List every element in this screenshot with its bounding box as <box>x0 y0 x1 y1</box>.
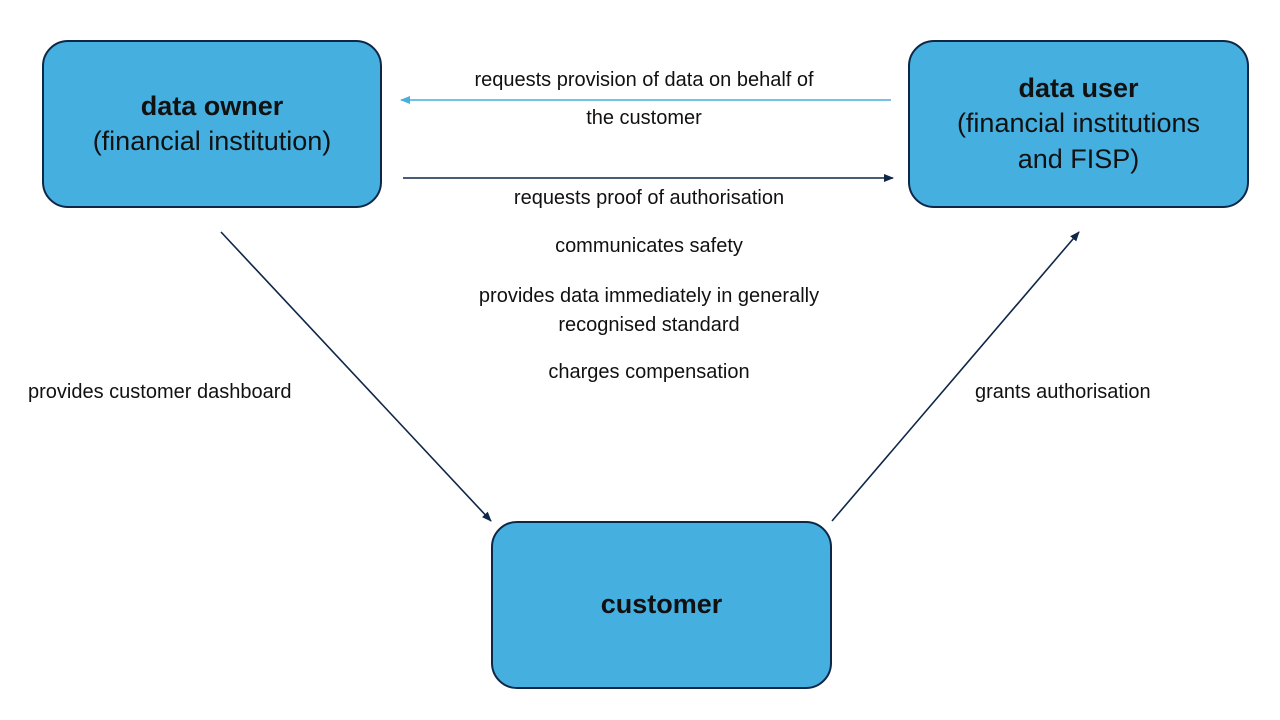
edge-label-data-line1: provides data immediately in generally <box>478 285 820 307</box>
node-data-owner: data owner (financial institution) <box>42 40 382 208</box>
arrow-owner-to-customer <box>220 231 492 522</box>
edge-label-safety: communicates safety <box>555 235 743 257</box>
node-customer: customer <box>491 521 832 689</box>
edge-label-proof: requests proof of authorisation <box>513 187 785 209</box>
edge-label-compensation: charges compensation <box>548 361 750 383</box>
node-data-user: data user (financial institutions and FI… <box>908 40 1249 208</box>
node-data-user-subtitle-line1: (financial institutions <box>956 108 1201 139</box>
edge-label-user-to-owner-line2: the customer <box>586 107 702 129</box>
edge-label-authorisation: grants authorisation <box>975 381 1151 403</box>
edge-label-user-to-owner-second: the customer <box>0 104 1280 132</box>
edge-label-user-to-owner-line1: requests provision of data on behalf of <box>474 69 814 91</box>
edge-label-dashboard: provides customer dashboard <box>28 381 292 403</box>
node-data-owner-subtitle: (financial institution) <box>92 126 332 156</box>
arrow-customer-to-user <box>831 231 1080 522</box>
node-customer-title: customer <box>600 589 723 620</box>
node-data-owner-title: data owner <box>140 90 284 121</box>
node-data-user-title: data user <box>1018 73 1139 104</box>
edge-label-data-line2: recognised standard <box>558 314 740 336</box>
edge-label-user-to-owner: requests provision of data on behalf of <box>0 66 1280 94</box>
node-data-user-subtitle-line2: and FISP) <box>1017 143 1140 174</box>
